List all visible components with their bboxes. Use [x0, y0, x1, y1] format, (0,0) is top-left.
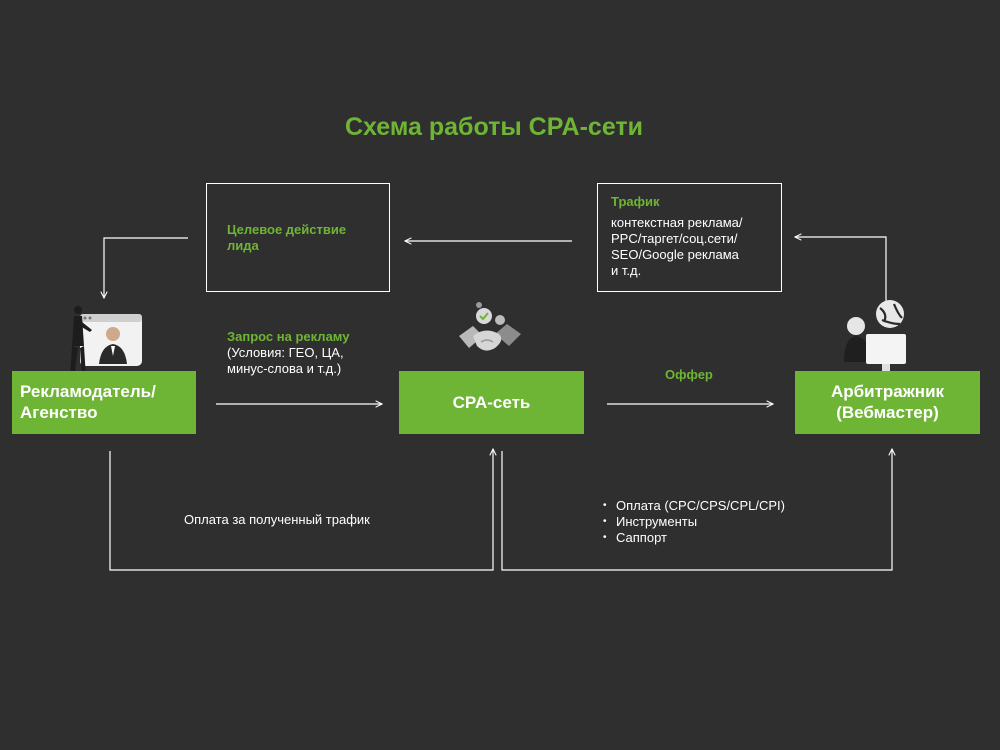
target-action-line1: Целевое действие: [227, 222, 347, 237]
offer-label: Оффер: [665, 367, 713, 382]
traffic-box: Трафик контекстная реклама/ PPC/таргет/с…: [597, 183, 782, 292]
request-label-group: Запрос на рекламу (Условия: ГЕО, ЦА, мин…: [227, 329, 397, 377]
arrow-services-loop: [501, 449, 892, 571]
services-list: Оплата (CPC/CPS/CPL/CPI) Инструменты Сап…: [601, 498, 785, 546]
cpa-network-label: CPA-сеть: [452, 393, 531, 412]
target-action-line2: лида: [227, 238, 259, 253]
handshake-illustration-icon: [459, 302, 521, 351]
advertiser-label-line1: Рекламодатель/: [20, 382, 156, 401]
advertiser-node: Рекламодатель/ Агенство: [12, 371, 196, 434]
services-list-item: Саппорт: [601, 530, 785, 546]
arrow-arbitrager-to-traffic: [795, 237, 887, 306]
arbitrager-label-line1: Арбитражник: [830, 382, 945, 401]
traffic-line: и т.д.: [611, 263, 642, 278]
services-list-item: Инструменты: [601, 514, 785, 530]
traffic-line: PPC/таргет/соц.сети/: [611, 231, 738, 246]
diagram-title: Схема работы CPA-сети: [344, 113, 644, 141]
request-title: Запрос на рекламу: [227, 329, 350, 344]
payment-label: Оплата за полученный трафик: [184, 512, 370, 527]
advertiser-label-line2: Агенство: [20, 403, 98, 422]
advertiser-illustration-icon: [70, 306, 142, 378]
arrow-action-to-advertiser: [104, 237, 188, 298]
webmaster-illustration-icon: [844, 300, 906, 374]
traffic-line: SEO/Google реклама: [611, 247, 739, 262]
cpa-network-node: CPA-сеть: [399, 371, 584, 434]
arbitrager-node: Арбитражник (Вебмастер): [795, 371, 980, 434]
request-conditions-line1: (Условия: ГЕО, ЦА,: [227, 345, 344, 360]
arrow-payment-loop: [109, 449, 493, 571]
traffic-line: контекстная реклама/: [611, 215, 743, 230]
services-list-item: Оплата (CPC/CPS/CPL/CPI): [601, 498, 785, 514]
traffic-title: Трафик: [611, 194, 660, 209]
target-action-box: Целевое действие лида: [206, 183, 390, 292]
request-conditions-line2: минус-слова и т.д.): [227, 361, 342, 376]
arbitrager-label-line2: (Вебмастер): [836, 403, 939, 422]
